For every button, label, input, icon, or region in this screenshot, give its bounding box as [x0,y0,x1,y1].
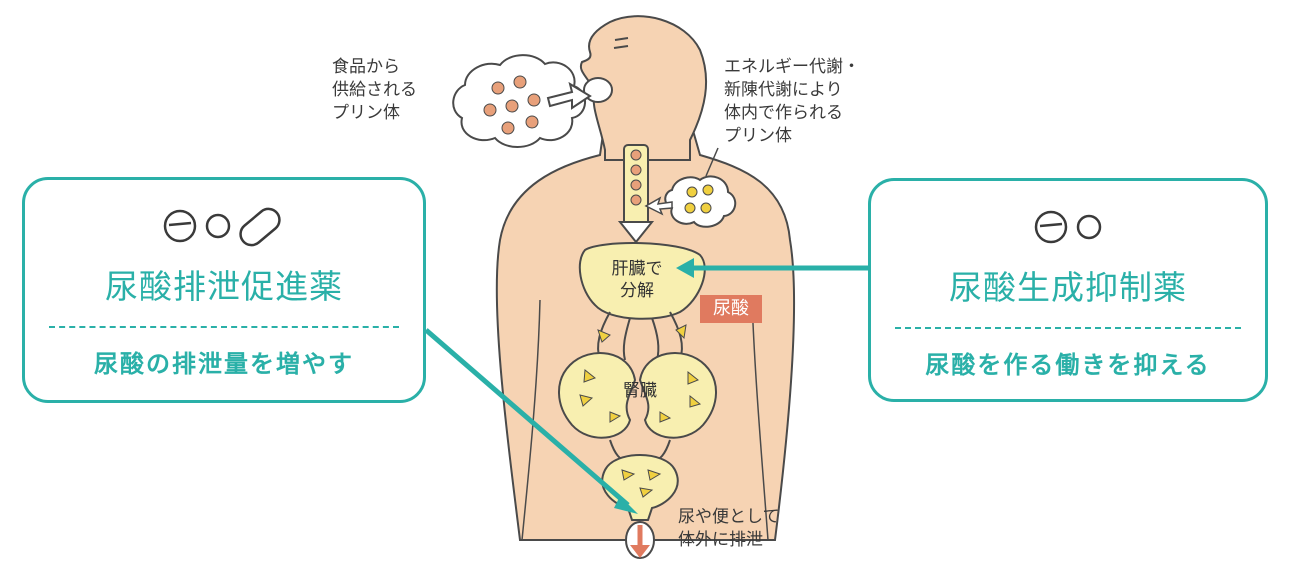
food-purine-label: 食品から 供給される プリン体 [332,57,417,123]
metabolism-arrow [644,196,673,216]
food-arrow [546,81,592,110]
inhibitor-title: 尿酸生成抑制薬 [949,268,1187,307]
uric-acid-inhibitor-panel: 尿酸生成抑制薬 尿酸を作る働きを抑える [868,178,1268,402]
kidney-label: 腎臓 [623,381,657,401]
metabolism-purine-label: エネルギー代謝・ 新陳代謝により 体内で作られる プリン体 [724,57,860,146]
pill-icons [871,205,1265,253]
uricosuric-title: 尿酸排泄促進薬 [105,267,343,306]
food-cloud [452,54,586,148]
pill-icon [163,207,281,247]
liver [578,242,706,320]
uricosuric-subtitle: 尿酸の排泄量を増やす [94,350,354,378]
pill-icon [1034,210,1102,244]
pill-icons [25,204,423,252]
divider [895,327,1241,329]
excretion-label: 尿や便として 体外に排泄 [678,507,780,550]
uric-acid-badge: 尿酸 [700,295,762,323]
right-kidney [638,352,717,439]
liver-label: 肝臓で 分解 [611,259,663,301]
inhibitor-subtitle: 尿酸を作る働きを抑える [925,351,1211,379]
excretion-promoter-arrow [424,328,630,507]
divider [49,326,399,328]
uricosuric-panel: 尿酸排泄促進薬 尿酸の排泄量を増やす [22,177,426,403]
